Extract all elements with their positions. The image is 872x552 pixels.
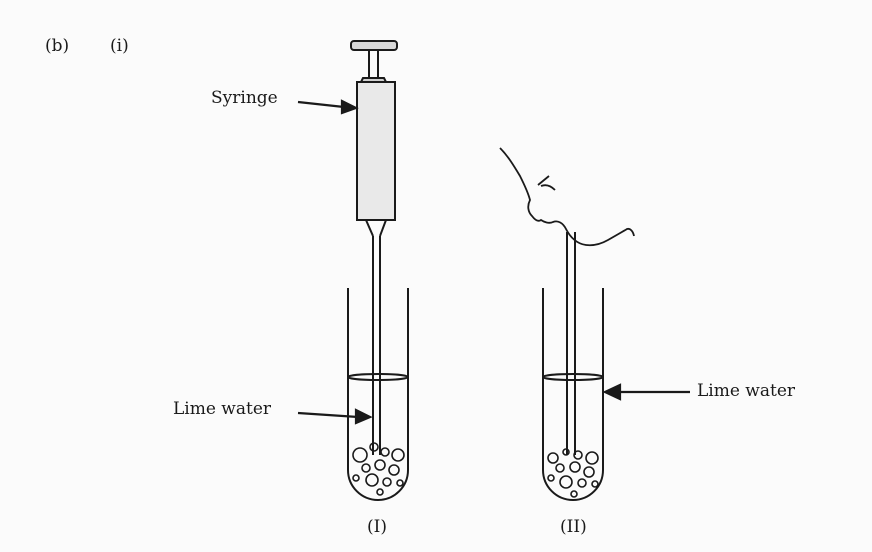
lime-water-label-two: Lime water <box>697 381 796 401</box>
question-part-label: (b) <box>45 36 70 56</box>
figure-two-label: (II) <box>560 517 587 537</box>
person-profile <box>499 147 635 247</box>
bubbles-one <box>352 442 405 496</box>
delivery-tube-one <box>372 236 381 455</box>
arrows-two <box>602 383 690 401</box>
lime-water-arrow-one-head <box>354 408 373 425</box>
test-tube-one <box>347 288 409 501</box>
syringe-nozzle <box>365 219 387 237</box>
test-tube-two-body <box>542 288 604 501</box>
syringe-barrel <box>356 81 396 221</box>
syringe-plunger-handle <box>350 40 398 51</box>
lime-water-surface-two <box>542 373 604 381</box>
figure-one-label: (I) <box>367 517 387 537</box>
lime-water-arrow-two-head <box>602 383 622 401</box>
lime-water-label-one: Lime water <box>173 399 272 419</box>
test-tube-one-body <box>347 288 409 501</box>
question-subpart-label: (i) <box>110 36 129 56</box>
lime-water-surface-one <box>347 373 409 381</box>
syringe <box>350 40 398 237</box>
bubbles-two <box>547 448 599 498</box>
test-tube-two <box>542 288 604 501</box>
arrows-one <box>297 99 373 425</box>
syringe-arrow-head <box>340 99 359 115</box>
syringe-label: Syringe <box>211 88 278 108</box>
eye-mark <box>537 175 556 191</box>
face-outline <box>499 147 635 247</box>
lime-water-arrow-one-line <box>297 411 359 419</box>
delivery-tube-two <box>566 232 576 455</box>
syringe-arrow-line <box>297 100 345 109</box>
